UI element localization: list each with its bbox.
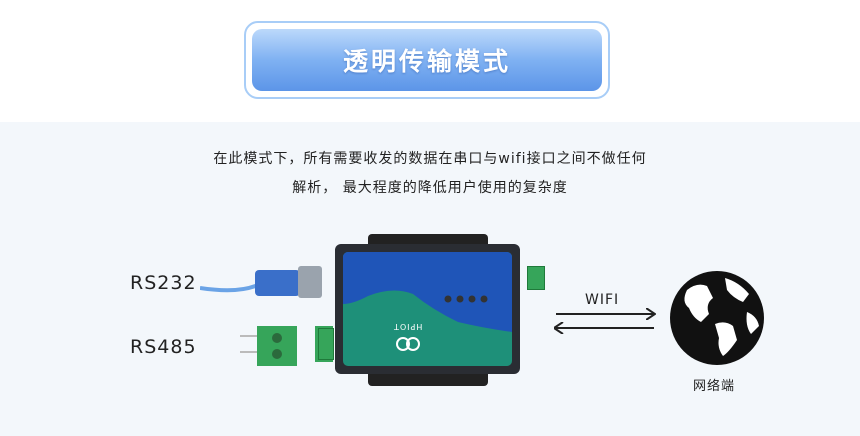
device-brand: HPIOT: [393, 322, 423, 331]
power-terminal: [527, 266, 545, 290]
wifi-label: WIFI: [585, 292, 620, 308]
rs485-label: RS485: [130, 336, 197, 358]
network-label: 网络端: [693, 379, 736, 394]
device-face-art: [343, 252, 512, 351]
title-frame: 透明传输模式: [244, 21, 610, 99]
arrow-right-head-icon: [646, 308, 656, 320]
arrow-left-head-icon: [554, 322, 564, 334]
rs485-port: [318, 328, 334, 360]
description-line-1: 在此模式下，所有需要收发的数据在串口与wifi接口之间不做任何: [213, 151, 647, 167]
wifi-serial-device: HPIOT: [335, 244, 520, 374]
arrow-left: [556, 327, 654, 329]
header-area: 透明传输模式: [0, 0, 860, 122]
description-line-2: 解析， 最大程度的降低用户使用的复杂度: [292, 180, 568, 196]
rs232-cable-icon: [200, 266, 322, 298]
rs232-label: RS232: [130, 272, 197, 294]
page-title: 透明传输模式: [252, 29, 602, 91]
arrow-right: [556, 313, 654, 315]
globe-icon: [670, 271, 764, 365]
